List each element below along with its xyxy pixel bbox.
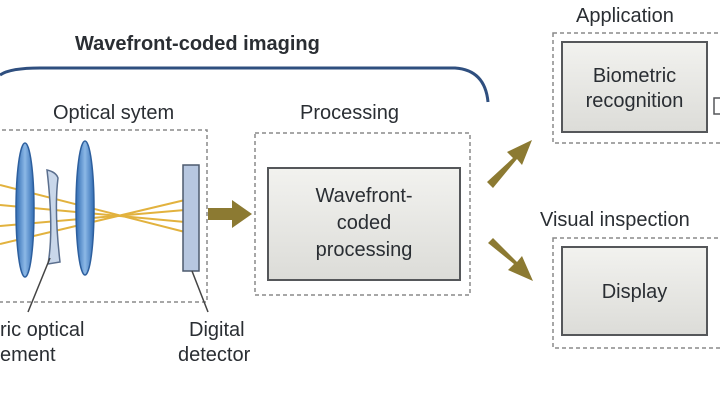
element-label-line1: ric optical [0, 319, 85, 341]
element-label-line2: ement [0, 344, 56, 366]
visual-inspection-box [552, 237, 720, 349]
application-inner-box [561, 41, 708, 133]
processing-line3: processing [315, 239, 413, 261]
detector-label-line1: Digital [189, 319, 245, 341]
processing-box-text: Wavefront- coded processing [268, 183, 460, 264]
application-label: Application [576, 5, 674, 27]
optical-system-box [0, 129, 208, 303]
processing-inner-box [267, 167, 461, 281]
visual-inspection-label: Visual inspection [540, 209, 690, 231]
lens-icon [75, 140, 95, 276]
processing-label: Processing [300, 102, 399, 124]
asymmetric-optical-element [46, 169, 61, 265]
display-box-text: Display [562, 280, 707, 304]
application-edge-stub [713, 97, 720, 115]
arrow-up-right-icon [487, 140, 532, 188]
detector-leader-line [191, 270, 209, 313]
processing-line1: Wavefront- [315, 185, 413, 207]
imaging-bracket [0, 66, 490, 103]
application-line1: Biometric [592, 65, 677, 87]
digital-detector [182, 164, 200, 272]
lens-icon [15, 142, 35, 278]
display-inner-box [561, 246, 708, 336]
optical-system-label: Optical sytem [53, 102, 175, 124]
display-label: Display [601, 281, 668, 303]
arrow-right-icon [208, 200, 252, 228]
application-box-text: Biometric recognition [562, 64, 707, 114]
element-leader-line [27, 257, 51, 313]
processing-line2: coded [336, 212, 392, 234]
processing-box [254, 132, 471, 296]
bracket-title: Wavefront-coded imaging [75, 33, 320, 55]
application-line2: recognition [585, 90, 684, 112]
arrow-down-right-icon [488, 238, 533, 281]
application-box [552, 32, 720, 144]
detector-label-line2: detector [178, 344, 251, 366]
